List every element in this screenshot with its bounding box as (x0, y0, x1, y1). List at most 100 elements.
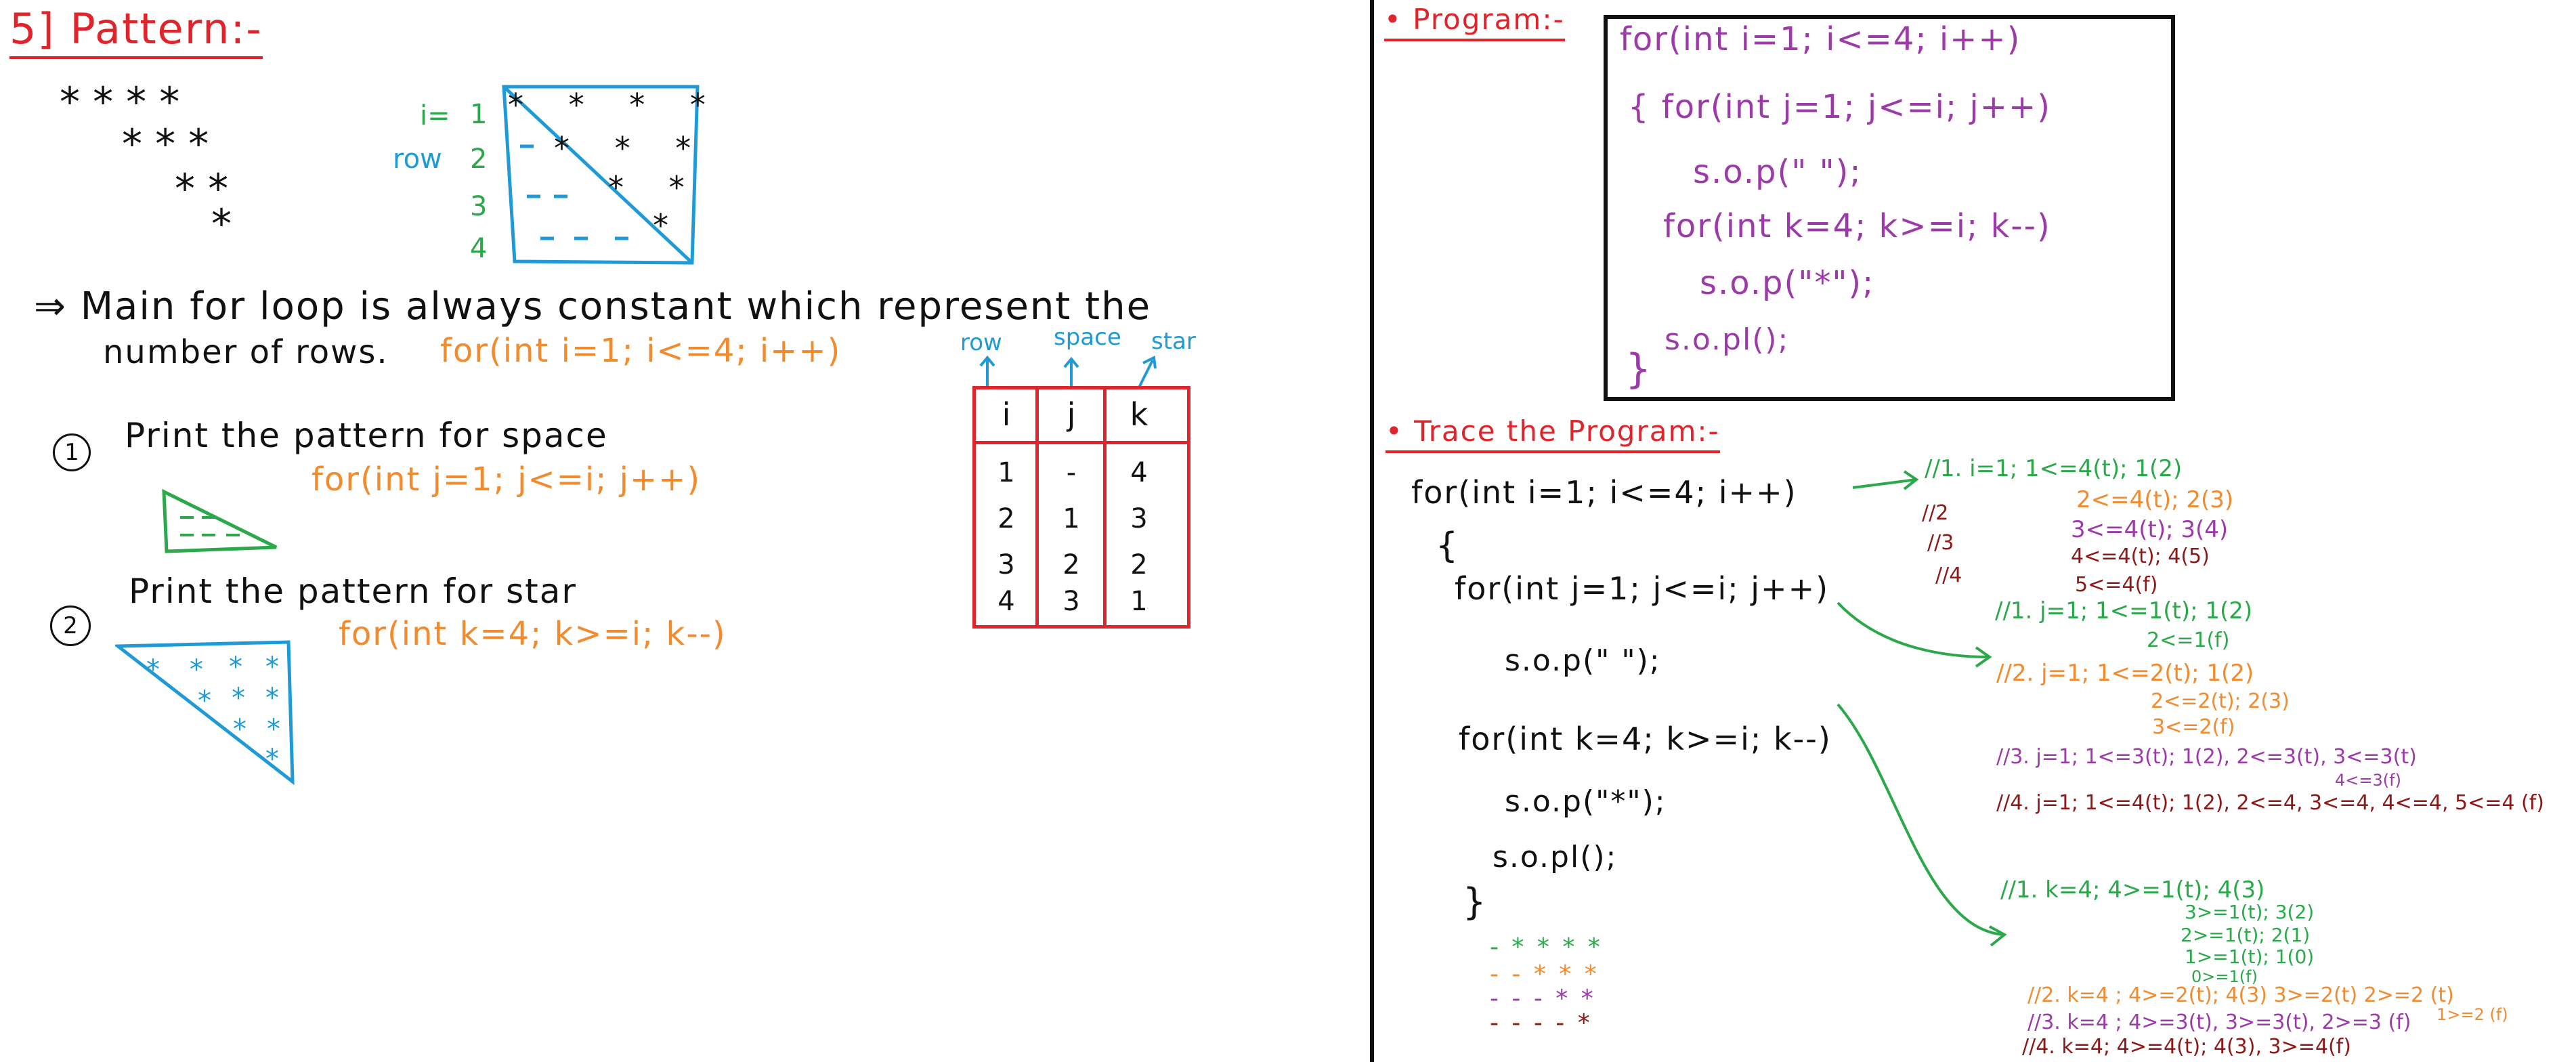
table-cell: 2 (997, 503, 1015, 534)
table-cell: 2 (1130, 549, 1148, 580)
table-arrow-label: row (960, 329, 1002, 356)
j-trace-line: //1. j=1; 1<=1(t); 1(2) (1995, 597, 2253, 624)
table-cell: 1 (1130, 586, 1148, 617)
output-row: - - - - * (1490, 1009, 1593, 1037)
j-trace-line: 2<=2(t); 2(3) (2151, 689, 2290, 713)
k-trace-line: 1>=2 (f) (2437, 1005, 2508, 1024)
trace-code-line: { (1436, 526, 1460, 566)
k-trace-line: 1>=1(t); 1(0) (2185, 946, 2315, 968)
trace-heading: • Trace the Program:- (1386, 415, 1720, 453)
program-line: { for(int j=1; j<=i; j++) (1628, 88, 2051, 126)
k-trace-line: //4. k=4; 4>=4(t); 4(3), 3>=4(f) (2022, 1035, 2351, 1059)
pattern-row: * * * * (60, 79, 180, 126)
i-trace-line: 5<=4(f) (2075, 573, 2158, 597)
i-side-label: //4 (1935, 564, 1962, 587)
program-heading: • Program:- (1384, 3, 1565, 41)
output-row: - - - * * (1490, 985, 1596, 1013)
k-trace-line: 2>=1(t); 2(1) (2181, 924, 2311, 946)
i-trace-line: 3<=4(t); 3(4) (2071, 516, 2229, 543)
program-line: } (1625, 345, 1653, 393)
svg-text:*: * (229, 652, 242, 683)
table-cell: 4 (1130, 457, 1148, 488)
row-number: 2 (470, 144, 488, 175)
k-trace-line: //3. k=4 ; 4>=3(t), 3>=3(t), 2>=3 (f) (2027, 1011, 2411, 1034)
table-cell: 3 (997, 549, 1015, 580)
j-trace-line: 2<=1(f) (2147, 629, 2230, 652)
trace-code-line: for(int k=4; k>=i; k--) (1459, 721, 1832, 757)
i-side-label: //3 (1927, 531, 1954, 555)
j-trace-line: //3. j=1; 1<=3(t); 1(2), 2<=3(t), 3<=3(t… (1996, 745, 2417, 769)
table-cell: 1 (1062, 503, 1080, 534)
k-trace-line: 3>=1(t); 3(2) (2185, 901, 2315, 923)
i-trace-line: 4<=4(t); 4(5) (2071, 545, 2210, 568)
table-arrows-svg (979, 355, 1157, 388)
output-row: - * * * * (1490, 933, 1603, 961)
table-arrow-label: space (1054, 324, 1121, 351)
trace-arrows-svg (1837, 470, 2007, 947)
row-label: row (393, 144, 442, 175)
trace-code-line: s.o.p("*"); (1505, 784, 1667, 819)
pattern-row: * * (175, 165, 229, 213)
vertical-divider (1370, 0, 1374, 1062)
program-line: s.o.pl(); (1665, 322, 1790, 357)
svg-text:*: * (233, 714, 246, 745)
table-cell: - (1066, 457, 1077, 488)
k-trace-line: //1. k=4; 4>=1(t); 4(3) (2000, 876, 2265, 904)
table-cell: 3 (1130, 503, 1148, 534)
step2-circle: 2 (50, 606, 91, 646)
space-triangle-svg (162, 488, 278, 553)
row-number: 1 (470, 99, 488, 130)
diagram-square-svg (502, 85, 700, 265)
table-cell: 2 (1062, 549, 1080, 580)
main-loop-line2: number of rows. (103, 333, 389, 371)
svg-text:*: * (146, 654, 160, 685)
table-cell: 1 (997, 457, 1015, 488)
step1-code: for(int j=1; j<=i; j++) (312, 461, 702, 498)
svg-text:*: * (198, 685, 211, 717)
pattern-row: * * * (122, 121, 209, 168)
table-header: j (1067, 396, 1076, 433)
svg-text:*: * (232, 683, 245, 714)
output-row: - - * * * (1490, 960, 1600, 988)
svg-text:*: * (265, 744, 279, 775)
step2-code: for(int k=4; k>=i; k--) (339, 615, 727, 653)
svg-text:*: * (265, 683, 279, 714)
diagram-stars-row: * * * * (508, 87, 723, 123)
step1-circle: 1 (53, 433, 91, 471)
j-trace-line: 3<=2(f) (2152, 715, 2235, 739)
row-number: 3 (470, 191, 488, 222)
svg-text:*: * (265, 652, 279, 683)
star-triangle-svg: **** *** ** * (115, 640, 295, 786)
trace-code-line: for(int j=1; j<=i; j++) (1455, 570, 1830, 607)
pattern-row: * (211, 200, 232, 248)
program-line: s.o.p("*"); (1700, 264, 1875, 302)
i-trace-line: //1. i=1; 1<=4(t); 1(2) (1925, 455, 2183, 482)
trace-code-line: s.o.p(" "); (1505, 643, 1661, 678)
diagram-stars-row: * (653, 207, 668, 244)
i-label: i= (420, 100, 450, 131)
section-heading: 5] Pattern:- (9, 4, 263, 59)
diagram-stars-row: * * (608, 169, 702, 206)
i-side-label: //2 (1922, 501, 1949, 525)
trace-code-line: s.o.pl(); (1493, 840, 1618, 874)
svg-text:*: * (267, 714, 280, 745)
program-line: s.o.p(" "); (1693, 153, 1862, 191)
main-loop-code: for(int i=1; i<=4; i++) (440, 332, 842, 370)
table-cell: 3 (1062, 586, 1080, 617)
k-trace-line: //2. k=4 ; 4>=2(t); 4(3) 3>=2(t) 2>=2 (t… (2027, 983, 2454, 1007)
table-frame: i j k 1 - 4 2 1 3 3 2 2 4 3 1 (972, 386, 1190, 629)
program-box (1604, 15, 2175, 401)
step1-text: Print the pattern for space (125, 416, 608, 455)
row-number: 4 (470, 233, 488, 264)
i-trace-line: 2<=4(t); 2(3) (2076, 486, 2234, 513)
k-trace-line: 0>=1(f) (2191, 967, 2258, 986)
main-loop-line1: ⇒ Main for loop is always constant which… (34, 284, 1152, 328)
j-trace-line: //4. j=1; 1<=4(t); 1(2), 2<=4, 3<=4, 4<=… (1996, 791, 2545, 815)
table-arrow-label: star (1151, 328, 1196, 355)
program-line: for(int k=4; k>=i; k--) (1663, 207, 2051, 245)
trace-code-line: for(int i=1; i<=4; i++) (1411, 474, 1797, 511)
svg-text:*: * (190, 654, 203, 685)
table-cell: 4 (997, 586, 1015, 617)
trace-code-line: } (1463, 880, 1488, 923)
table-header: k (1130, 396, 1149, 433)
